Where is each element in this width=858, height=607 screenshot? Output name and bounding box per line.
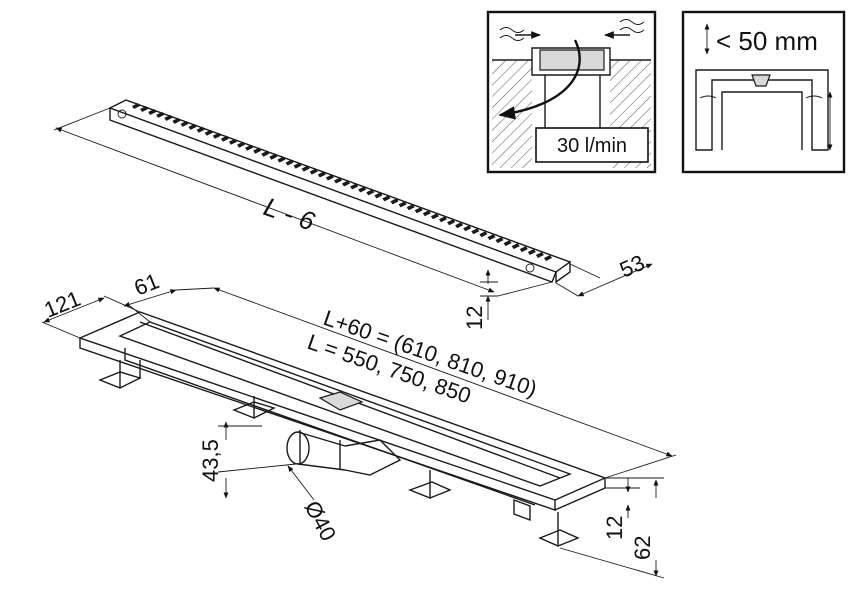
grate-length-label: L - 6 [260,191,319,236]
water-height-label: < 50 mm [716,26,818,56]
grate-slot [511,243,520,250]
flow-inset: 30 l/min [486,10,657,174]
channel-overall-height-label: 62 [630,536,655,560]
grate-slot [156,111,165,118]
grate-slot [164,114,173,121]
grate-slot [132,103,140,109]
grate-slot [180,120,189,127]
outlet-diameter-label: Ø40 [300,497,342,545]
channel-dimensions: 121 61 L+60 = (610, 810, 910) L = 550, 7… [41,268,677,579]
grate-slot [495,237,504,244]
outlet-height-label: 43,5 [198,439,223,482]
grate-slot [172,117,181,124]
grate-height-label: 12 [462,306,487,330]
flow-rate-label: 30 l/min [557,135,627,157]
channel-rim-height-label: 12 [602,516,627,540]
grate-slot [519,246,528,253]
channel-outer-width-label: 121 [41,286,84,323]
grate-slot [148,109,157,115]
grate-slot [503,240,512,247]
grate-slot [527,249,536,255]
grate-slot [535,252,544,258]
grate-slot [544,255,552,261]
water-seal-inset: < 50 mm [681,10,846,174]
grate-slot [140,106,149,112]
